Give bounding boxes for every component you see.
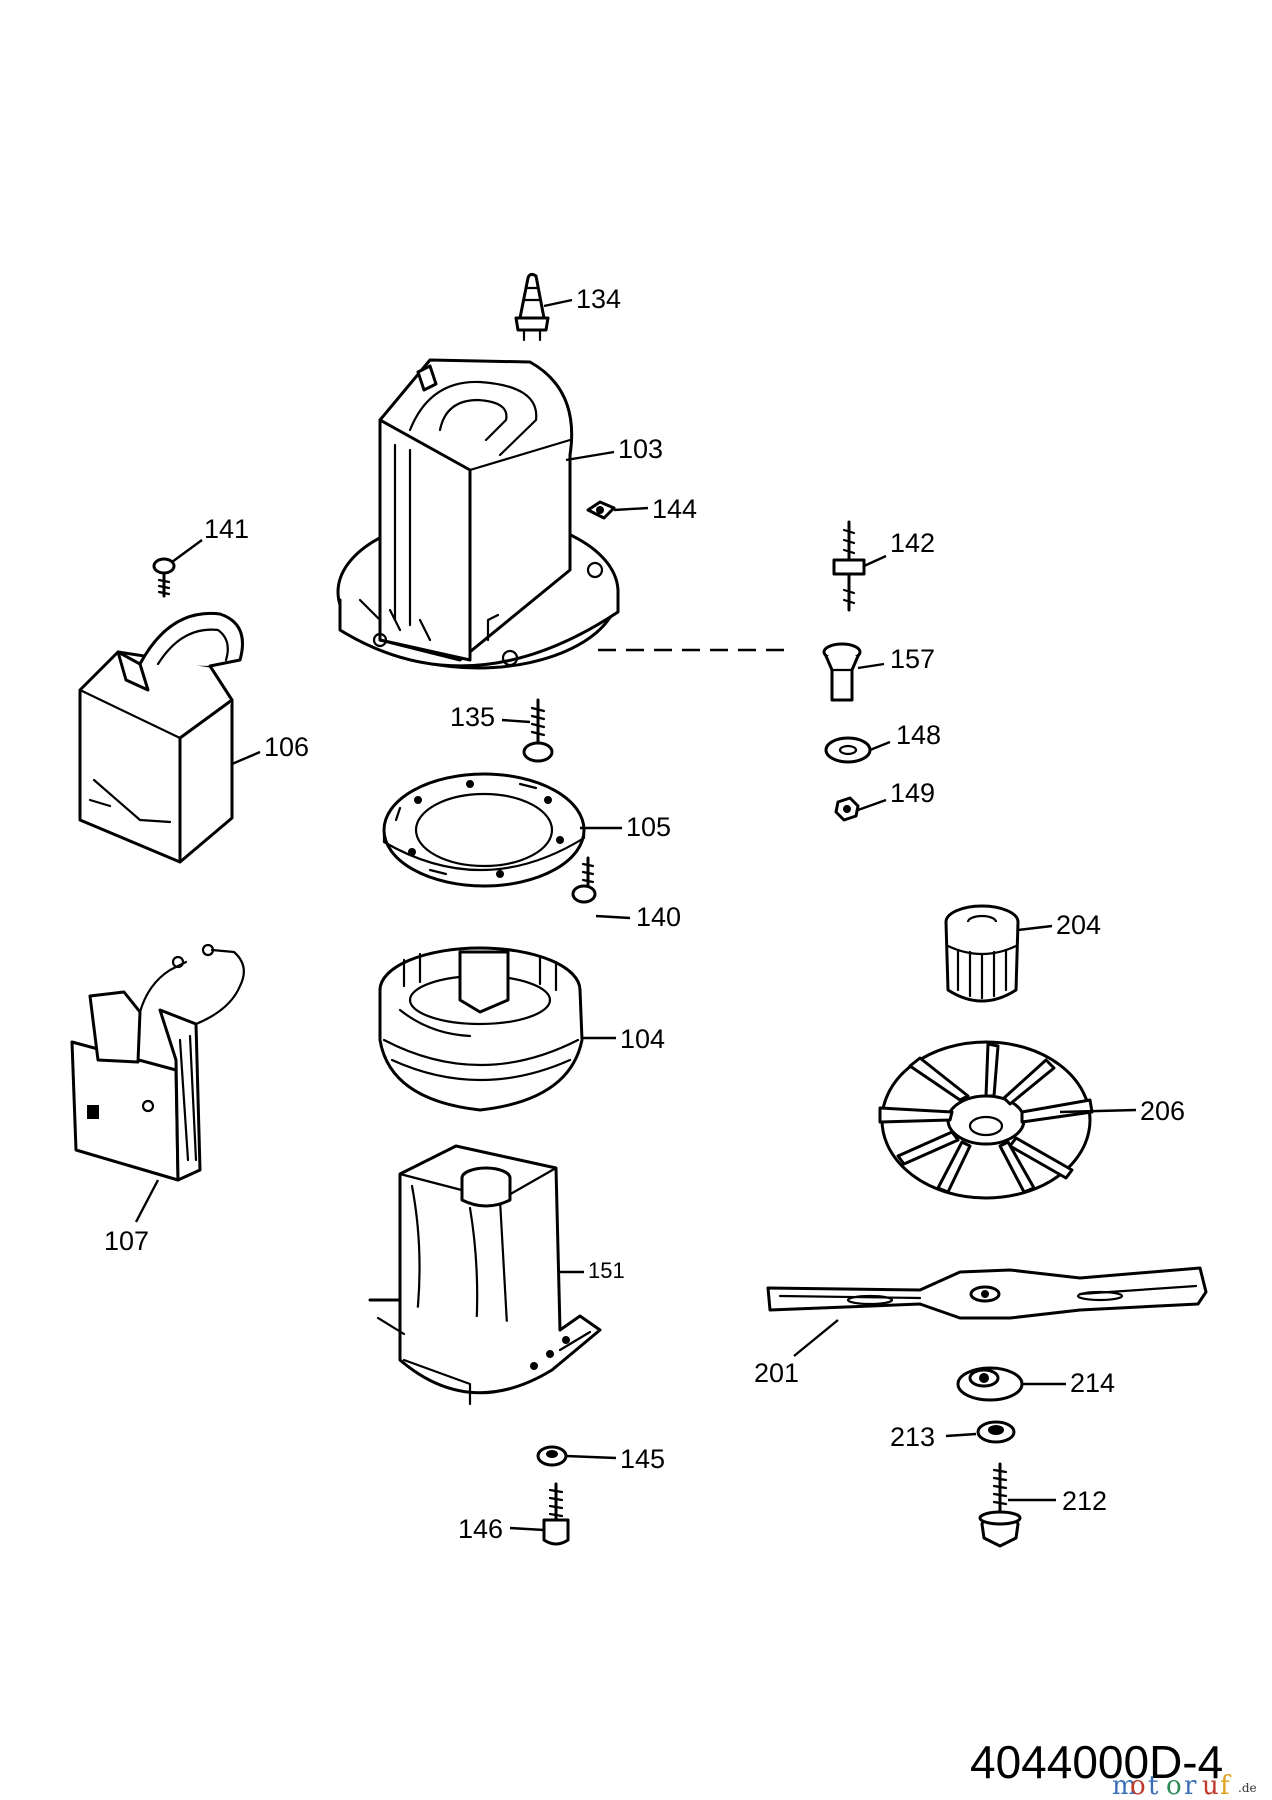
part-145: [536, 1445, 568, 1467]
leader-106: [231, 750, 261, 766]
leader-206: [1059, 1108, 1137, 1114]
leader-107: [134, 1179, 160, 1223]
label-151: 151: [588, 1258, 625, 1283]
part-142: [832, 520, 866, 612]
part-135: [522, 698, 554, 763]
label-104: 104: [620, 1024, 665, 1054]
leader-144: [613, 506, 649, 512]
part-103: [336, 358, 620, 670]
leader-149: [857, 798, 887, 812]
label-148: 148: [896, 720, 941, 750]
watermark-letter: o: [1130, 1771, 1146, 1800]
part-141: [152, 557, 176, 598]
label-144: 144: [652, 494, 697, 524]
label-103: 103: [618, 434, 663, 464]
part-149: [834, 796, 860, 822]
label-213: 213: [890, 1422, 935, 1452]
leader-145: [565, 1454, 617, 1460]
leader-148: [869, 740, 891, 752]
leader-204: [1017, 924, 1053, 932]
part-214: [956, 1366, 1024, 1402]
part-104: [378, 946, 584, 1112]
part-151: [368, 1144, 602, 1406]
label-142: 142: [890, 528, 935, 558]
part-146: [542, 1482, 570, 1546]
label-134: 134: [576, 284, 621, 314]
watermark-letter: u: [1202, 1771, 1219, 1800]
leader-140: [595, 914, 631, 920]
watermark-letter: o: [1166, 1771, 1182, 1800]
label-157: 157: [890, 644, 935, 674]
part-107: [70, 943, 245, 1182]
part-134: [514, 272, 550, 342]
part-157: [822, 642, 862, 702]
label-146: 146: [458, 1514, 503, 1544]
part-144: [586, 500, 616, 520]
part-201: [766, 1266, 1208, 1320]
label-206: 206: [1140, 1096, 1185, 1126]
label-214: 214: [1070, 1368, 1115, 1398]
leader-141: [171, 539, 203, 563]
part-106: [78, 611, 244, 864]
part-204: [944, 904, 1020, 1003]
label-145: 145: [620, 1444, 665, 1474]
watermark-letter: t: [1148, 1771, 1159, 1800]
part-148: [824, 736, 872, 764]
label-106: 106: [264, 732, 309, 762]
label-201: 201: [754, 1358, 799, 1388]
leader-157: [857, 662, 885, 670]
label-141: 141: [204, 514, 249, 544]
leader-142: [863, 554, 887, 568]
watermark-suffix: .de: [1238, 1781, 1257, 1795]
part-140: [571, 856, 597, 904]
leader-135: [501, 718, 531, 724]
leader-146: [509, 1526, 545, 1532]
part-105: [382, 772, 586, 888]
watermark-letter: r: [1184, 1771, 1197, 1800]
document-number: 4044000D-4: [970, 1736, 1223, 1788]
part-213: [976, 1420, 1016, 1444]
leader-201: [793, 1319, 839, 1357]
label-204: 204: [1056, 910, 1101, 940]
leader-134: [543, 298, 573, 308]
label-140: 140: [636, 902, 681, 932]
watermark-letter: m: [1112, 1771, 1137, 1800]
label-149: 149: [890, 778, 935, 808]
leader-213: [945, 1432, 977, 1438]
part-206: [878, 1040, 1094, 1200]
label-107: 107: [104, 1226, 149, 1256]
leader-103: [565, 450, 615, 462]
label-135: 135: [450, 702, 495, 732]
watermark-letter: f: [1220, 1771, 1232, 1800]
part-212: [978, 1462, 1022, 1548]
label-212: 212: [1062, 1486, 1107, 1516]
label-105: 105: [626, 812, 671, 842]
